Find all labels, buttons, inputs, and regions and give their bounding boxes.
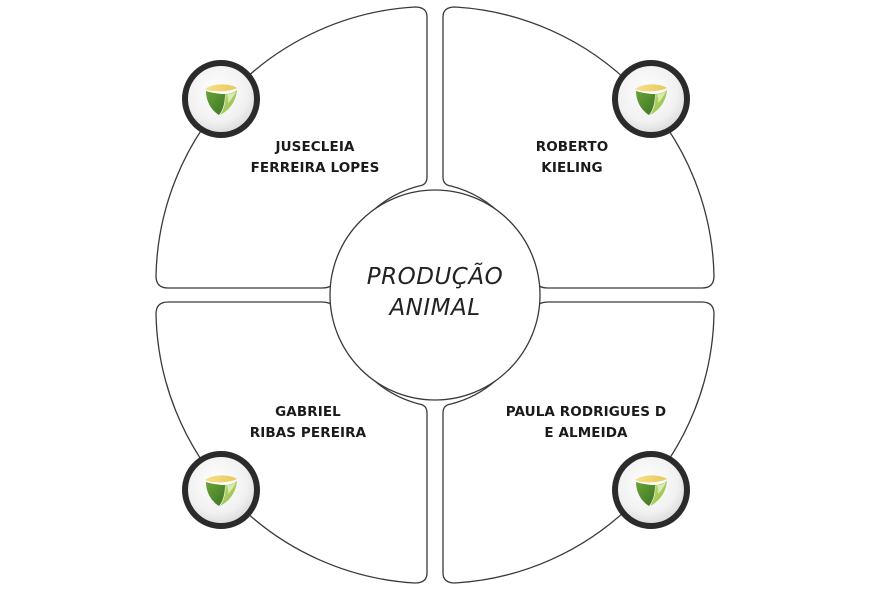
member-name-line-2: E ALMEIDA <box>544 425 628 441</box>
center-circle <box>329 189 541 401</box>
quadrant-bottom-right <box>442 301 715 584</box>
member-name-line-1: PAULA RODRIGUES D <box>505 404 667 420</box>
quadrant-bottom-left <box>155 301 428 584</box>
badge-top-right <box>612 60 690 138</box>
badge-bottom-right <box>612 451 690 529</box>
badge-top-left <box>182 60 260 138</box>
member-name-line-2: KIELING <box>541 160 603 176</box>
badge-bottom-left <box>182 451 260 529</box>
quadrant-top-right <box>442 6 715 289</box>
member-name-line-2: RIBAS PEREIRA <box>249 425 367 441</box>
quadrant-top-left <box>155 6 428 289</box>
member-name-bottom-left: GABRIEL RIBAS PEREIRA <box>208 402 408 444</box>
center-title-line-1: PRODUÇÃO <box>366 264 504 290</box>
center-title-line-2: ANIMAL <box>389 295 481 321</box>
center-title: PRODUÇÃO ANIMAL <box>335 262 535 324</box>
member-name-line-1: ROBERTO <box>535 139 609 155</box>
member-name-top-right: ROBERTO KIELING <box>472 137 672 179</box>
member-name-line-1: GABRIEL <box>275 404 341 420</box>
member-name-line-1: JUSECLEIA <box>275 139 355 155</box>
member-name-line-2: FERREIRA LOPES <box>250 160 380 176</box>
member-name-top-left: JUSECLEIA FERREIRA LOPES <box>215 137 415 179</box>
member-name-bottom-right: PAULA RODRIGUES D E ALMEIDA <box>486 402 686 444</box>
